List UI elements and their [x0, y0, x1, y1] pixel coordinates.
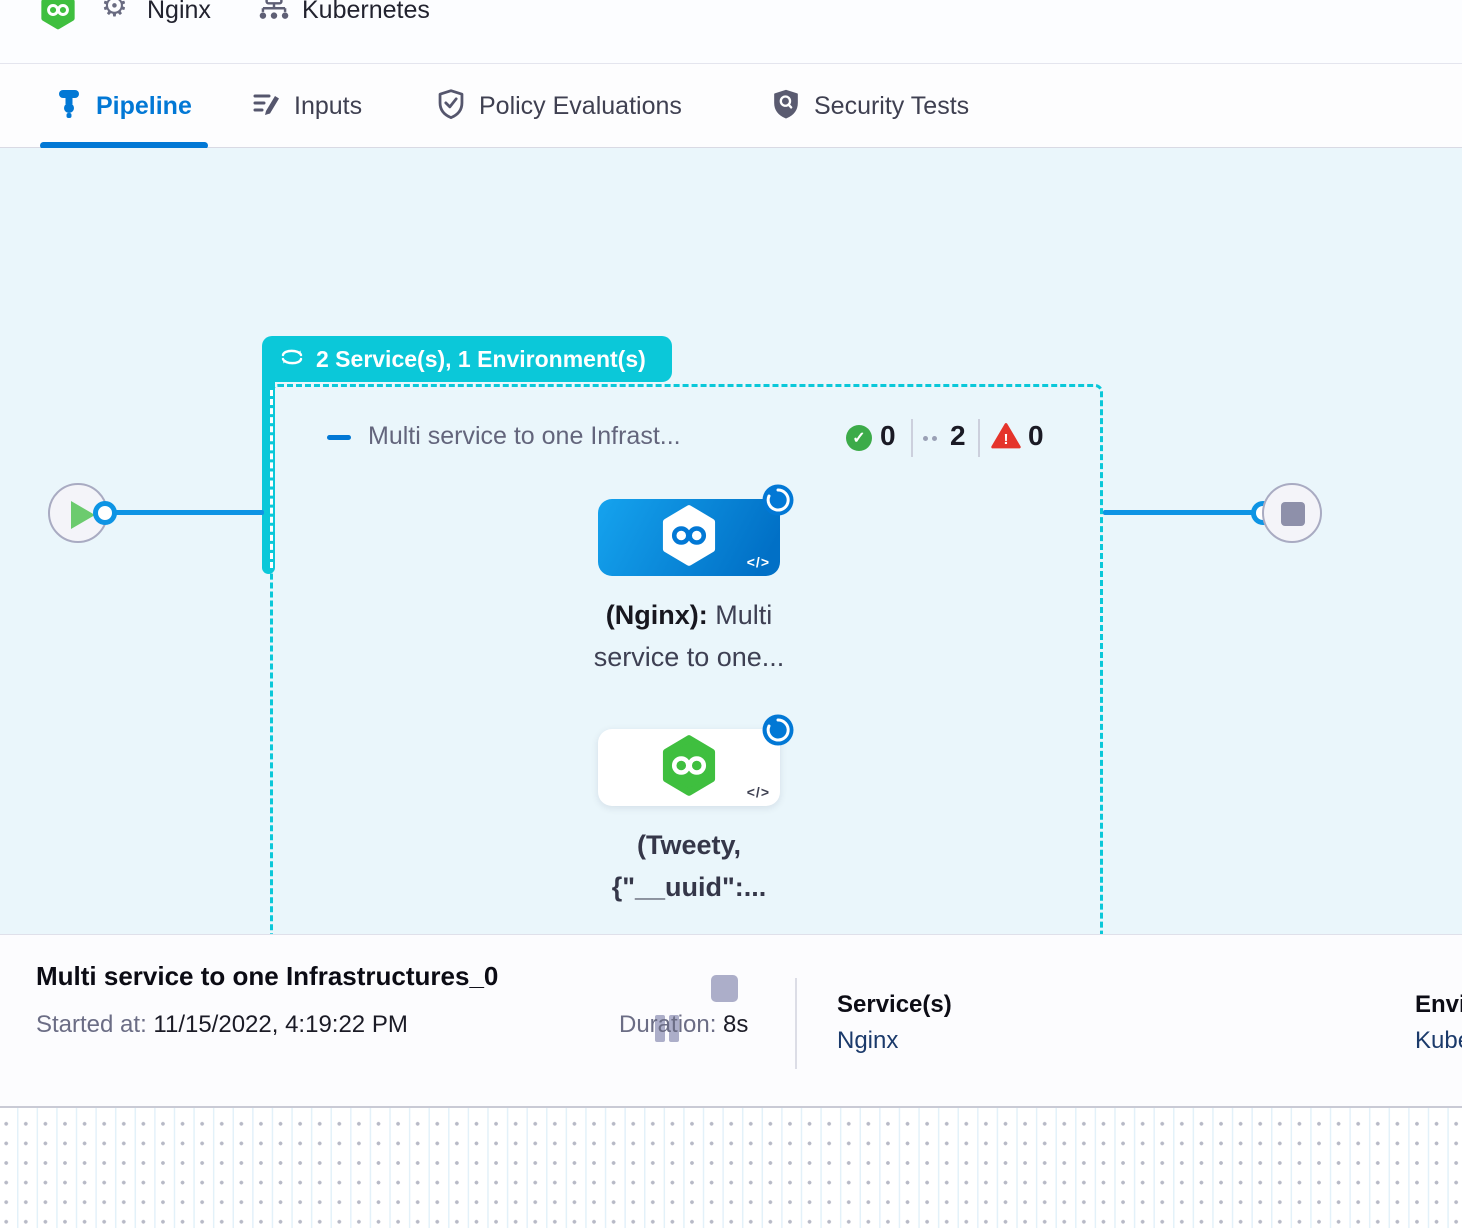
loop-refresh-icon	[278, 346, 306, 373]
footer-divider	[795, 978, 797, 1069]
tab-security-tests-label: Security Tests	[814, 91, 970, 120]
svg-text:!: !	[1004, 431, 1009, 448]
code-icon: </>	[746, 784, 770, 800]
environments-link[interactable]: Kubernetes	[1415, 1027, 1462, 1054]
started-at: Started at: 11/15/2022, 4:19:22 PM	[36, 1011, 408, 1038]
environments-label: Environment(s)	[1415, 991, 1462, 1018]
tab-bar: Pipeline Inputs	[0, 64, 1462, 149]
stage-group-boundary-left	[270, 390, 273, 568]
environment-icon	[258, 0, 290, 23]
services-label: Service(s)	[837, 991, 952, 1018]
tab-security-tests[interactable]: Security Tests	[756, 64, 985, 148]
node-running-spinner	[761, 483, 795, 517]
running-count: 2	[950, 420, 966, 451]
execution-summary-bar: Multi service to one Infrastructures_0 S…	[0, 934, 1462, 1106]
tab-policy-evaluations-label: Policy Evaluations	[479, 91, 682, 120]
stage-node-tweety-label: (Tweety, {"__uuid":...	[611, 830, 767, 902]
link-start-to-stage	[112, 510, 264, 515]
policy-shield-icon	[437, 88, 465, 124]
context-header: ⚙ Nginx Kubernetes	[0, 0, 1462, 64]
active-tab-underline	[40, 142, 208, 149]
play-icon	[71, 501, 95, 529]
pipeline-icon	[56, 89, 82, 124]
running-count-icon	[932, 436, 937, 441]
link-stage-to-end	[1103, 510, 1253, 515]
services-link[interactable]: Nginx	[837, 1027, 899, 1054]
code-icon: </>	[746, 554, 770, 570]
tab-pipeline-label: Pipeline	[96, 91, 192, 120]
stage-node-tweety[interactable]: </>	[598, 729, 780, 806]
failed-count-icon: !	[991, 422, 1021, 455]
count-divider	[978, 419, 980, 457]
harness-hexagon-icon	[660, 734, 718, 801]
header-environment-name: Kubernetes	[302, 0, 430, 24]
tab-inputs-label: Inputs	[294, 91, 363, 120]
security-shield-icon	[772, 89, 800, 124]
pause-button[interactable]	[655, 975, 679, 1042]
stage-node-nginx-label: (Nginx): Multi service to one...	[593, 600, 785, 672]
collapse-stage-group-button[interactable]	[327, 435, 351, 440]
count-divider	[911, 419, 913, 457]
inputs-icon	[252, 91, 280, 122]
tab-policy-evaluations[interactable]: Policy Evaluations	[421, 64, 698, 148]
stage-group-title: Multi service to one Infrast...	[368, 422, 681, 450]
pipeline-end-node	[1262, 483, 1322, 543]
success-count: 0	[880, 420, 896, 451]
header-service-name: Nginx	[147, 0, 211, 24]
pause-icon	[655, 1015, 665, 1042]
console-grid-area	[0, 1106, 1462, 1228]
failed-count: 0	[1028, 420, 1044, 451]
duration: Duration: 8s	[619, 1011, 749, 1038]
start-node-port	[93, 501, 117, 525]
pipeline-canvas: 2 Service(s), 1 Environment(s) Multi ser…	[0, 148, 1462, 1000]
success-count-icon: ✓	[846, 425, 872, 451]
node-running-spinner	[761, 713, 795, 747]
tab-inputs[interactable]: Inputs	[236, 64, 378, 148]
stage-node-nginx[interactable]: </>	[598, 499, 780, 576]
tab-pipeline[interactable]: Pipeline	[40, 64, 208, 149]
pause-icon	[669, 1015, 679, 1042]
pipeline-start-node	[48, 483, 108, 543]
execution-title: Multi service to one Infrastructures_0	[36, 961, 499, 991]
service-icon	[40, 0, 76, 30]
stage-group-badge[interactable]: 2 Service(s), 1 Environment(s)	[262, 336, 672, 382]
stage-group-badge-label: 2 Service(s), 1 Environment(s)	[316, 345, 646, 372]
stop-icon	[1281, 502, 1305, 526]
gear-icon: ⚙	[101, 0, 128, 23]
harness-hexagon-icon	[660, 504, 718, 571]
running-count-icon	[923, 436, 928, 441]
abort-button[interactable]	[711, 975, 738, 1002]
